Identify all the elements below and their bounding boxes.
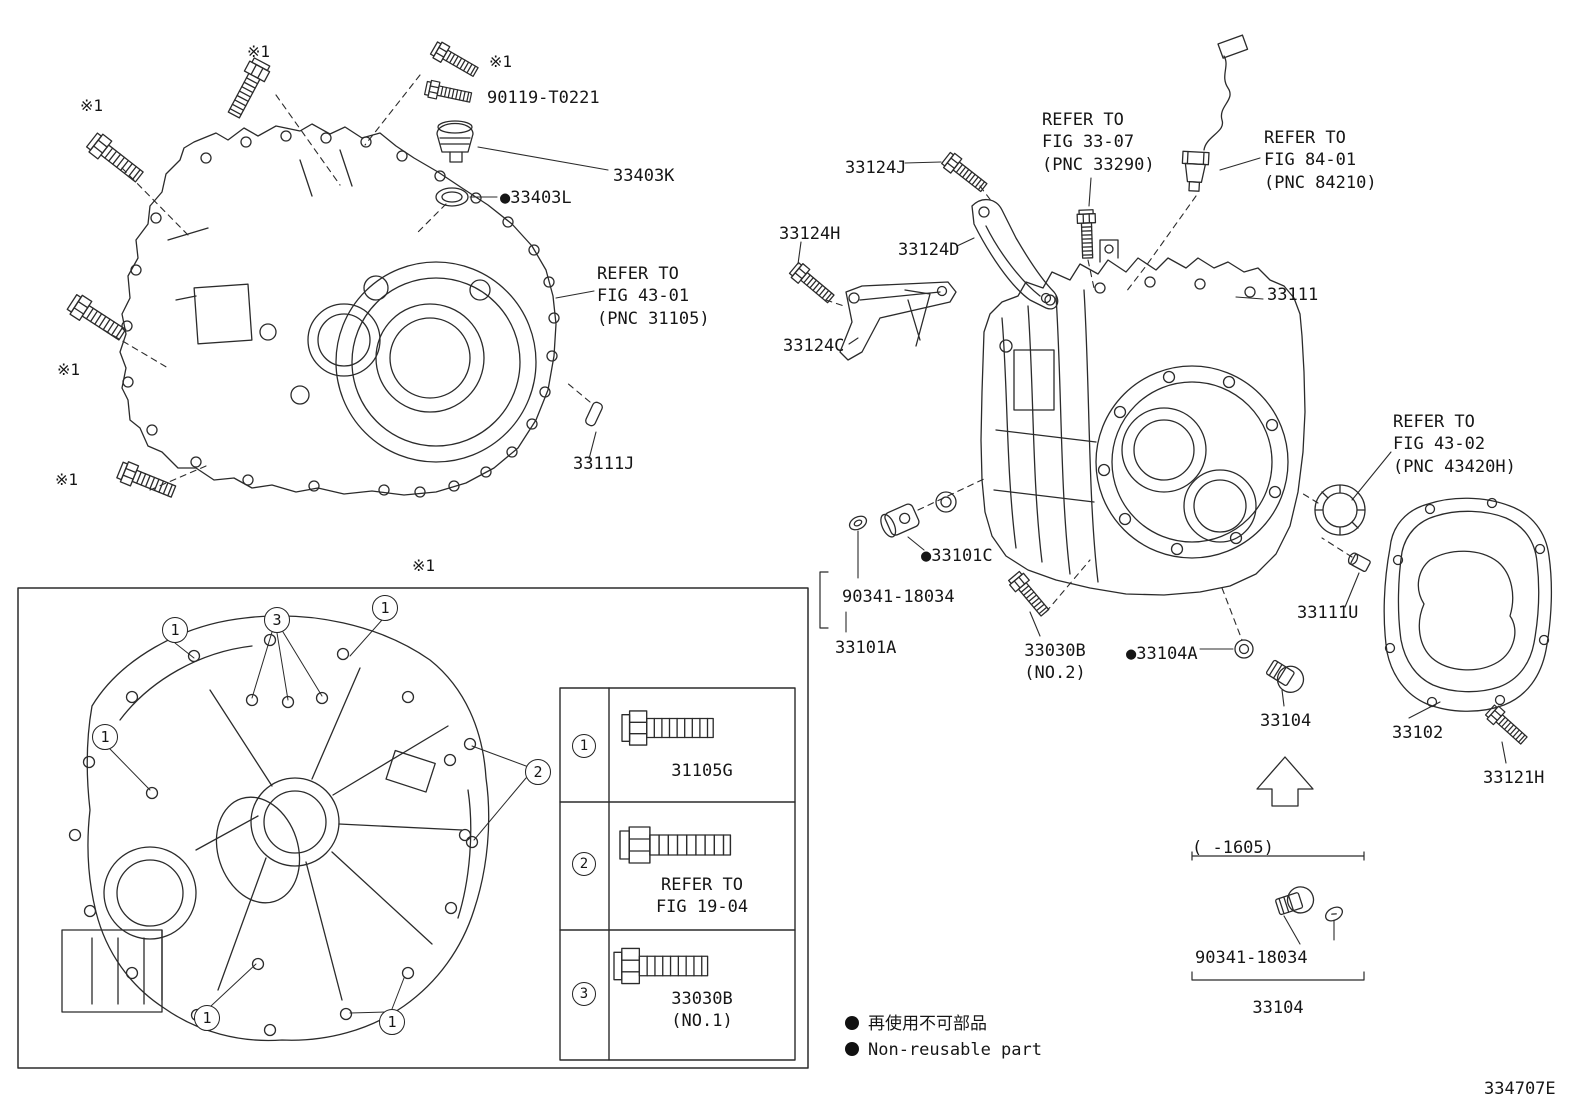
ref-note-fig-84-01: REFER TO FIG 84-01 (PNC 84210) xyxy=(1264,128,1377,193)
callout-2: 2 xyxy=(525,759,551,785)
inset-box xyxy=(17,587,809,1069)
plug-33104-drawing xyxy=(1265,659,1305,693)
doc-number: 334707E xyxy=(1484,1079,1556,1099)
part-label-90341-18034-upper: 90341-18034 xyxy=(842,587,955,607)
bracket-33124C-drawing xyxy=(839,281,957,361)
washer-33104A-drawing xyxy=(1234,639,1254,659)
asterisk-note-4: ※1 xyxy=(57,360,81,379)
asterisk-note-5: ※1 xyxy=(55,470,79,489)
non-reusable-dot-icon xyxy=(845,1016,859,1030)
inset-case-bolt-holes xyxy=(68,633,479,1037)
left-case-drawing xyxy=(119,123,560,498)
seal-ring-drawing xyxy=(1314,484,1366,536)
ref-note-fig-43-02: REFER TO FIG 43-02 (PNC 43420H) xyxy=(1393,412,1516,477)
part-label-33121H: 33121H xyxy=(1483,768,1545,788)
asterisk-note-3: ※1 xyxy=(489,52,513,71)
range-note-1605: ( -1605) xyxy=(1192,838,1274,858)
asterisk-note-1: ※1 xyxy=(247,42,271,61)
non-reusable-dot-icon xyxy=(845,1042,859,1056)
part-label-90119-T0221: 90119-T0221 xyxy=(487,88,600,108)
part-label-33111J: 33111J xyxy=(573,454,635,474)
table-row-3-number: 3 xyxy=(572,982,596,1006)
inset-callout-leaders xyxy=(109,619,527,1014)
part-label-33124H: 33124H xyxy=(779,224,841,244)
part-label-33111U: 33111U xyxy=(1297,603,1359,623)
table-row-3-label: 33030B (NO.1) xyxy=(671,989,733,1032)
plug-33101C-drawing xyxy=(880,503,920,538)
part-label-33104-lower: 33104 xyxy=(1252,998,1304,1018)
ref-note-fig-33-07: REFER TO FIG 33-07 (PNC 33290) xyxy=(1042,110,1155,175)
part-label-33102: 33102 xyxy=(1392,723,1444,743)
callout-3: 3 xyxy=(264,607,290,633)
callout-1: 1 xyxy=(162,617,188,643)
bracket-lines xyxy=(819,571,1365,981)
gasket-33403L-drawing xyxy=(435,187,469,207)
bracket-33124D-drawing xyxy=(971,199,1059,310)
right-case-drawing xyxy=(980,239,1306,596)
part-label-33030B-no2: 33030B (NO.2) xyxy=(1024,641,1086,684)
part-label-90341-18034-lower: 90341-18034 xyxy=(1195,948,1308,968)
part-label-33124C: 33124C xyxy=(783,336,845,356)
left-case-bolt-holes xyxy=(121,130,560,498)
asterisk-note-2: ※1 xyxy=(80,96,104,115)
callout-1: 1 xyxy=(92,724,118,750)
plug-33104-lower-drawing xyxy=(1275,886,1315,916)
table-row-2-label: REFER TO FIG 19-04 xyxy=(655,875,749,918)
part-label-33104: 33104 xyxy=(1260,711,1312,731)
breather-cap-drawing xyxy=(436,120,474,163)
callout-1: 1 xyxy=(372,595,398,621)
callout-1: 1 xyxy=(194,1005,220,1031)
speed-sensor-drawing xyxy=(1181,34,1249,192)
up-arrow-icon xyxy=(1256,756,1314,807)
ref-note-fig-43-01: REFER TO FIG 43-01 (PNC 31105) xyxy=(597,264,710,329)
leader-lines xyxy=(469,146,1507,945)
pin-33111J-drawing xyxy=(585,401,603,427)
gasket-90341-lower-drawing xyxy=(1324,906,1344,922)
part-label-33403K: 33403K xyxy=(613,166,675,186)
gasket-90341-upper-drawing xyxy=(848,515,868,531)
washer-33101C-drawing xyxy=(935,491,957,513)
legend-non-reusable-en: Non-reusable part xyxy=(868,1040,1042,1060)
part-label-33111: 33111 xyxy=(1267,285,1319,305)
callout-1: 1 xyxy=(379,1009,405,1035)
part-label-33101A: 33101A xyxy=(835,638,897,658)
bolt-table-grid xyxy=(559,687,796,1061)
table-row-2-number: 2 xyxy=(572,852,596,876)
part-label-33101C: ●33101C xyxy=(921,546,993,566)
part-label-33124J: 33124J xyxy=(845,158,907,178)
inset-case-drawing xyxy=(61,615,527,1042)
asterisk-note-inset: ※1 xyxy=(412,556,436,575)
rear-cover-drawing xyxy=(1383,497,1553,712)
table-row-1-number: 1 xyxy=(572,734,596,758)
dashed-lines xyxy=(103,74,1353,641)
part-label-33403L: ●33403L xyxy=(500,188,572,208)
plug-33111U-drawing xyxy=(1347,552,1371,572)
table-row-1-label: 31105G xyxy=(671,761,733,781)
legend-non-reusable-jp: 再使用不可部品 xyxy=(868,1014,987,1034)
right-case-flange-holes xyxy=(1097,370,1282,556)
bolt-table-bolts xyxy=(612,709,732,985)
part-label-33124D: 33124D xyxy=(898,240,960,260)
part-label-33104A: ●33104A xyxy=(1126,644,1198,664)
